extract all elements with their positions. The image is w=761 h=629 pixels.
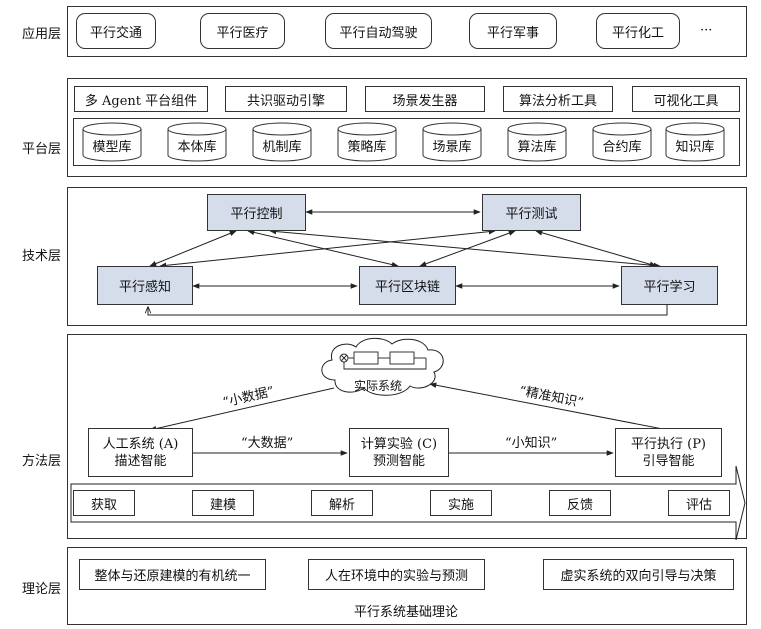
- library-algorithm-label: 算法库: [517, 140, 557, 155]
- library-ontology-db-icon: 本体库: [167, 122, 227, 162]
- label-big-data: “大数据”: [241, 436, 294, 451]
- platform-tool-consensus-engine: 共识驱动引擎: [225, 86, 347, 112]
- artificial-system-subtitle: 描述智能: [114, 453, 167, 469]
- theory-footer: 平行系统基础理论: [354, 605, 459, 620]
- layer-label-platform: 平台层: [22, 142, 62, 157]
- application-ellipsis: ···: [700, 23, 713, 38]
- library-contract-db-icon: 合约库: [592, 122, 652, 162]
- layer-label-application: 应用层: [22, 27, 62, 42]
- method-computational-experiment: 计算实验 (C) 预测智能: [349, 428, 449, 477]
- link-test-learning: [535, 230, 657, 267]
- library-knowledge-label: 知识库: [675, 140, 715, 155]
- application-item-autonomous-driving: 平行自动驾驶: [325, 13, 432, 49]
- parallel-execution-subtitle: 引导智能: [642, 453, 695, 469]
- tech-parallel-perception: 平行感知: [97, 266, 193, 305]
- library-mechanism-label: 机制库: [262, 140, 302, 155]
- platform-tool-visualization: 可视化工具: [632, 86, 740, 112]
- library-knowledge-db-icon: 知识库: [665, 122, 725, 162]
- application-item-military: 平行军事: [469, 13, 557, 49]
- step-implement: 实施: [430, 490, 492, 516]
- step-feedback: 反馈: [549, 490, 611, 516]
- tech-parallel-control: 平行控制: [207, 194, 306, 231]
- application-item-traffic: 平行交通: [76, 13, 156, 49]
- tech-parallel-learning: 平行学习: [621, 266, 718, 305]
- library-algorithm-db-icon: 算法库: [507, 122, 567, 162]
- artificial-system-title: 人工系统 (A): [102, 436, 179, 452]
- library-ontology-label: 本体库: [177, 140, 217, 155]
- library-mechanism-db-icon: 机制库: [252, 122, 312, 162]
- library-strategy-label: 策略库: [347, 140, 387, 155]
- method-artificial-system: 人工系统 (A) 描述智能: [88, 428, 193, 477]
- layer-label-method: 方法层: [22, 454, 62, 469]
- tech-parallel-blockchain: 平行区块链: [359, 266, 456, 305]
- library-strategy-db-icon: 策略库: [337, 122, 397, 162]
- real-system-label: 实际系统: [354, 379, 403, 393]
- platform-tool-multi-agent: 多 Agent 平台组件: [74, 86, 208, 112]
- control-loop-icon: [339, 351, 427, 370]
- link-test-blockchain: [419, 230, 516, 267]
- computational-experiment-title: 计算实验 (C): [360, 436, 438, 452]
- arrow-precise-knowledge: [429, 382, 669, 431]
- library-contract-label: 合约库: [602, 140, 642, 155]
- application-item-chemical: 平行化工: [596, 13, 680, 49]
- layer-label-theory: 理论层: [22, 582, 62, 597]
- platform-tool-scenario-generator: 场景发生器: [365, 86, 485, 112]
- library-scenario-label: 场景库: [432, 140, 472, 155]
- arrow-small-data: [149, 387, 335, 432]
- tech-parallel-test: 平行测试: [482, 194, 581, 231]
- library-scenario-db-icon: 场景库: [422, 122, 482, 162]
- library-model-label: 模型库: [92, 140, 132, 155]
- layer-label-technology: 技术层: [22, 249, 62, 264]
- step-model: 建模: [192, 490, 254, 516]
- library-model-db-icon: 模型库: [82, 122, 142, 162]
- platform-tool-algorithm-analysis: 算法分析工具: [503, 86, 613, 112]
- step-analyze: 解析: [311, 490, 373, 516]
- parallel-execution-title: 平行执行 (P): [630, 436, 707, 452]
- method-parallel-execution: 平行执行 (P) 引导智能: [615, 428, 722, 477]
- label-small-knowledge: “小知识”: [505, 436, 558, 451]
- step-evaluate: 评估: [668, 490, 730, 516]
- step-acquire: 获取: [73, 490, 135, 516]
- computational-experiment-subtitle: 预测智能: [372, 453, 425, 469]
- application-item-medical: 平行医疗: [200, 13, 285, 49]
- link-learning-perception-feedback: [148, 305, 668, 316]
- theory-item-holistic-reductionist: 整体与还原建模的有机统一: [79, 559, 266, 590]
- theory-item-human-in-environment: 人在环境中的实验与预测: [308, 559, 485, 590]
- process-arrow-icon: [70, 465, 746, 541]
- theory-item-virtual-real-guidance: 虚实系统的双向引导与决策: [543, 559, 734, 590]
